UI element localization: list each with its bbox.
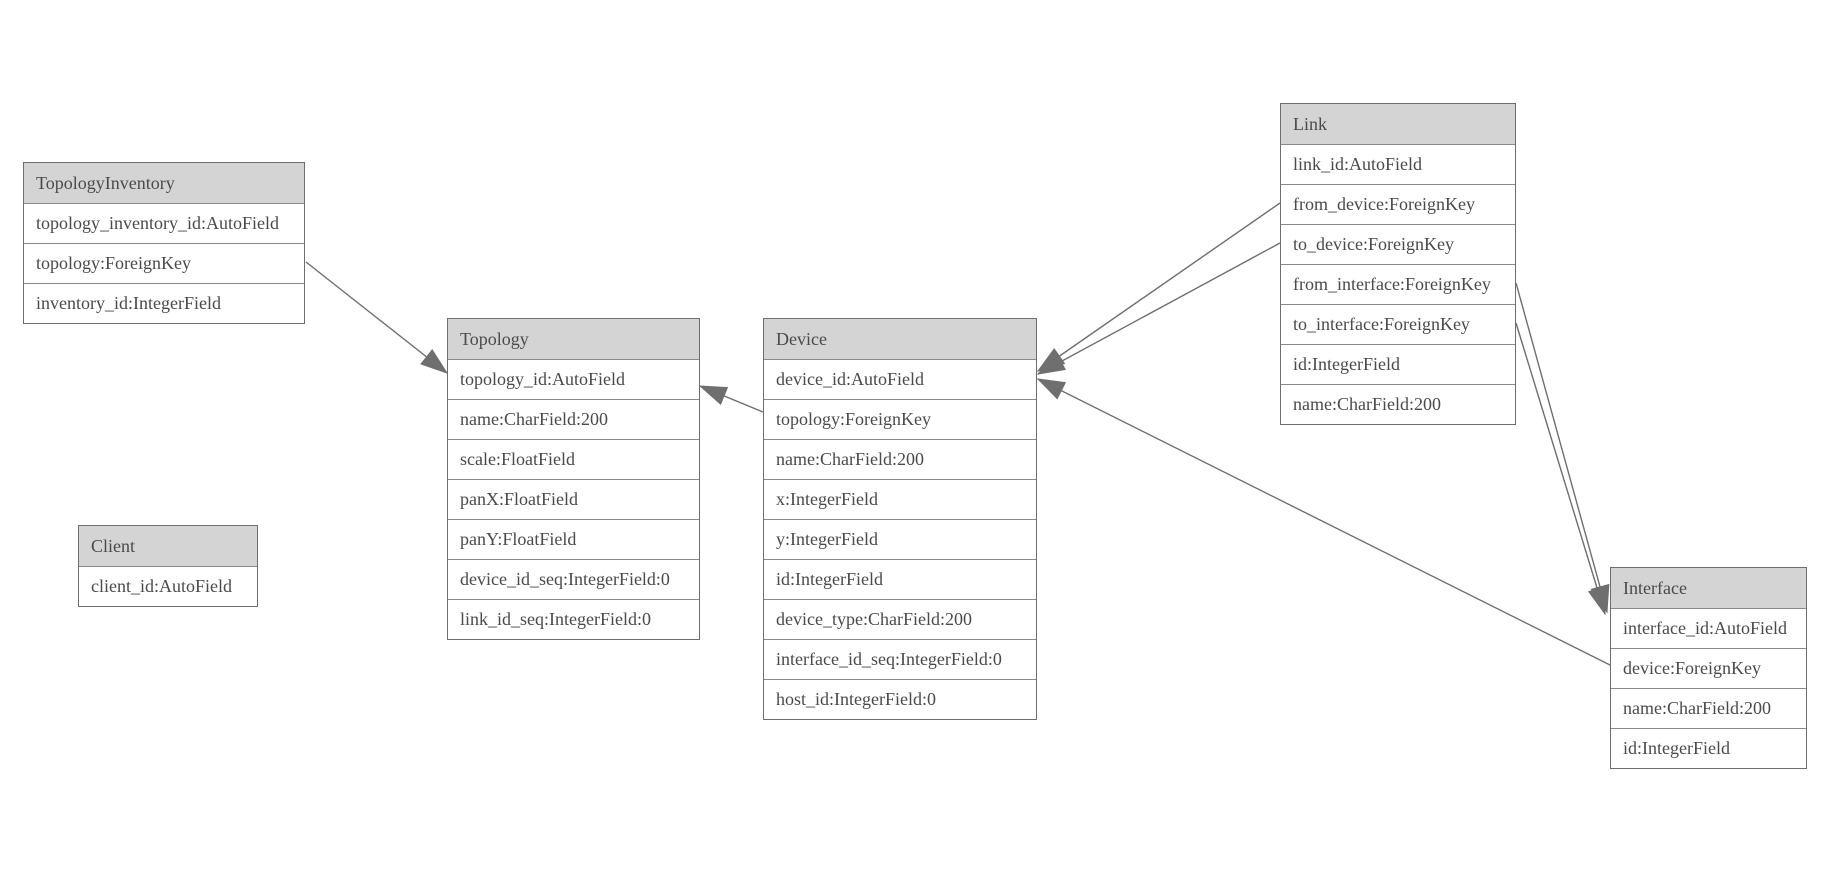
entity-topology[interactable]: Topology topology_id:AutoField name:Char… <box>447 318 700 640</box>
field-row: name:CharField:200 <box>1611 688 1806 728</box>
arrowhead-topologyinventory-topology <box>420 348 449 374</box>
entity-header: Topology <box>448 319 699 359</box>
field-row: link_id:AutoField <box>1281 144 1515 184</box>
entity-client[interactable]: Client client_id:AutoField <box>78 525 258 607</box>
entity-topologyinventory[interactable]: TopologyInventory topology_inventory_id:… <box>23 162 305 324</box>
field-row: client_id:AutoField <box>79 566 257 606</box>
field-row: device_id:AutoField <box>764 359 1036 399</box>
field-row: device_type:CharField:200 <box>764 599 1036 639</box>
field-row: topology_inventory_id:AutoField <box>24 203 304 243</box>
arrowhead-device-topology <box>698 385 729 406</box>
field-row: name:CharField:200 <box>764 439 1036 479</box>
field-row: x:IntegerField <box>764 479 1036 519</box>
connector-topologyinventory-topology <box>305 261 448 374</box>
entity-device[interactable]: Device device_id:AutoField topology:Fore… <box>763 318 1037 720</box>
field-row: y:IntegerField <box>764 519 1036 559</box>
field-row: id:IntegerField <box>764 559 1036 599</box>
connector-link-fromdevice-device <box>1037 202 1281 372</box>
field-row: name:CharField:200 <box>448 399 699 439</box>
connector-link-todevice-device <box>1037 242 1281 375</box>
field-row: topology:ForeignKey <box>24 243 304 283</box>
field-row: panY:FloatField <box>448 519 699 559</box>
field-row: device:ForeignKey <box>1611 648 1806 688</box>
field-row: from_interface:ForeignKey <box>1281 264 1515 304</box>
arrowhead-link-fromdevice-device <box>1036 347 1066 372</box>
field-row: inventory_id:IntegerField <box>24 283 304 323</box>
field-row: device_id_seq:IntegerField:0 <box>448 559 699 599</box>
field-row: name:CharField:200 <box>1281 384 1515 424</box>
field-row: to_interface:ForeignKey <box>1281 304 1515 344</box>
field-row: topology:ForeignKey <box>764 399 1036 439</box>
field-row: link_id_seq:IntegerField:0 <box>448 599 699 639</box>
field-row: interface_id:AutoField <box>1611 608 1806 648</box>
field-row: scale:FloatField <box>448 439 699 479</box>
field-row: id:IntegerField <box>1281 344 1515 384</box>
field-row: topology_id:AutoField <box>448 359 699 399</box>
connector-link-frominterface-interface <box>1515 282 1608 613</box>
connector-device-topology <box>699 385 764 413</box>
arrowhead-interface-device <box>1036 378 1067 400</box>
entity-header: Device <box>764 319 1036 359</box>
entity-header: TopologyInventory <box>24 163 304 203</box>
field-row: host_id:IntegerField:0 <box>764 679 1036 719</box>
connector-link-tointerface-interface <box>1515 322 1606 615</box>
arrowhead-link-frominterface-interface <box>1590 583 1610 614</box>
field-row: id:IntegerField <box>1611 728 1806 768</box>
field-row: to_device:ForeignKey <box>1281 224 1515 264</box>
entity-header: Client <box>79 526 257 566</box>
entity-header: Interface <box>1611 568 1806 608</box>
entity-header: Link <box>1281 104 1515 144</box>
arrowhead-link-tointerface-interface <box>1587 585 1607 616</box>
entity-interface[interactable]: Interface interface_id:AutoField device:… <box>1610 567 1807 769</box>
entity-link[interactable]: Link link_id:AutoField from_device:Forei… <box>1280 103 1516 425</box>
field-row: panX:FloatField <box>448 479 699 519</box>
field-row: interface_id_seq:IntegerField:0 <box>764 639 1036 679</box>
arrowhead-link-todevice-device <box>1036 352 1066 375</box>
field-row: from_device:ForeignKey <box>1281 184 1515 224</box>
